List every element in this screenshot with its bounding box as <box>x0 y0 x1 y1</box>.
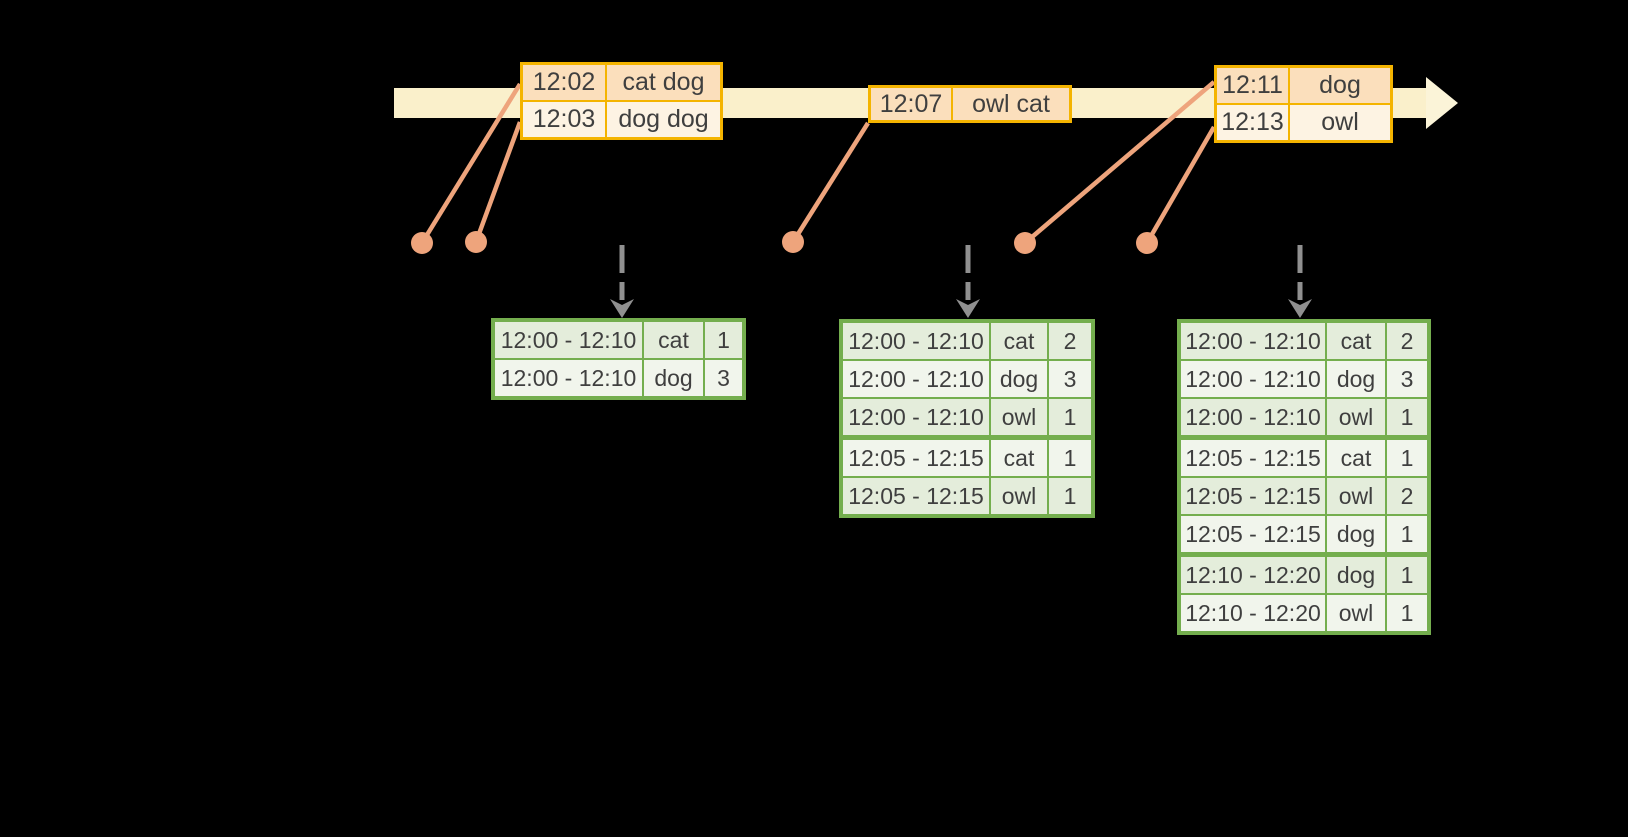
window-cell: 12:00 - 12:10 <box>495 360 642 396</box>
event-connector-line <box>420 82 522 245</box>
word-cell: owl <box>1327 399 1385 435</box>
count-cell: 1 <box>1049 478 1091 514</box>
count-cell: 2 <box>1387 323 1427 359</box>
count-cell: 1 <box>1049 440 1091 476</box>
word-cell: dog <box>1327 557 1385 593</box>
count-cell: 3 <box>1049 361 1091 397</box>
count-cell: 1 <box>1049 399 1091 435</box>
window-cell: 12:10 - 12:20 <box>1181 557 1325 593</box>
window-group-separator <box>1181 554 1427 555</box>
count-cell: 1 <box>1387 516 1427 552</box>
word-cell: cat <box>1327 323 1385 359</box>
window-cell: 12:05 - 12:15 <box>1181 516 1325 552</box>
count-cell: 3 <box>1387 361 1427 397</box>
window-cell: 12:00 - 12:10 <box>843 399 989 435</box>
event-words-cell: owl cat <box>953 88 1069 120</box>
event-connector-line <box>473 121 523 243</box>
window-cell: 12:10 - 12:20 <box>1181 595 1325 631</box>
event-time-dot <box>465 231 487 253</box>
event-time-cell: 12:02 <box>523 65 605 100</box>
word-cell: dog <box>644 360 703 396</box>
window-cell: 12:05 - 12:15 <box>843 440 989 476</box>
event-time-cell: 12:11 <box>1217 68 1288 103</box>
window-cell: 12:00 - 12:10 <box>1181 361 1325 397</box>
event-time-dot <box>782 231 804 253</box>
window-cell: 12:00 - 12:10 <box>495 322 642 358</box>
event-time-cell: 12:03 <box>523 102 605 137</box>
word-cell: cat <box>1327 440 1385 476</box>
event-time-cell: 12:13 <box>1217 105 1288 140</box>
window-cell: 12:00 - 12:10 <box>843 323 989 359</box>
event-connector-line <box>1145 125 1216 245</box>
event-table-2: 12:07 owl cat <box>868 85 1072 123</box>
trigger-arrow-head-icon <box>610 299 634 318</box>
word-cell: dog <box>1327 516 1385 552</box>
window-cell: 12:00 - 12:10 <box>1181 323 1325 359</box>
event-time-dot <box>411 232 433 254</box>
count-cell: 2 <box>1387 478 1427 514</box>
word-cell: owl <box>991 478 1047 514</box>
count-cell: 1 <box>1387 399 1427 435</box>
count-cell: 2 <box>1049 323 1091 359</box>
count-cell: 1 <box>1387 557 1427 593</box>
event-time-dot <box>1136 232 1158 254</box>
count-cell: 1 <box>1387 595 1427 631</box>
word-cell: dog <box>991 361 1047 397</box>
event-words-cell: dog <box>1290 68 1390 103</box>
result-table-3: 12:00 - 12:10 cat 2 12:00 - 12:10 dog 3 … <box>1177 319 1431 635</box>
window-cell: 12:05 - 12:15 <box>1181 440 1325 476</box>
result-table-1: 12:00 - 12:10 cat 1 12:00 - 12:10 dog 3 <box>491 318 746 400</box>
window-group-separator <box>843 437 1091 438</box>
window-group-separator <box>1181 437 1427 438</box>
word-cell: cat <box>644 322 703 358</box>
event-table-1: 12:02 cat dog 12:03 dog dog <box>520 62 723 140</box>
event-words-cell: owl <box>1290 105 1390 140</box>
count-cell: 1 <box>705 322 742 358</box>
count-cell: 1 <box>1387 440 1427 476</box>
window-cell: 12:05 - 12:15 <box>843 478 989 514</box>
word-cell: owl <box>1327 478 1385 514</box>
event-connector-line <box>1023 80 1216 245</box>
word-cell: cat <box>991 323 1047 359</box>
word-cell: dog <box>1327 361 1385 397</box>
event-connector-line <box>791 121 870 244</box>
word-cell: owl <box>991 399 1047 435</box>
word-cell: owl <box>1327 595 1385 631</box>
result-table-2: 12:00 - 12:10 cat 2 12:00 - 12:10 dog 3 … <box>839 319 1095 518</box>
count-cell: 3 <box>705 360 742 396</box>
event-time-cell: 12:07 <box>871 88 951 120</box>
window-cell: 12:00 - 12:10 <box>1181 399 1325 435</box>
trigger-arrow-head-icon <box>956 299 980 318</box>
event-time-dot <box>1014 232 1036 254</box>
trigger-arrow-head-icon <box>1288 299 1312 318</box>
event-words-cell: dog dog <box>607 102 720 137</box>
window-cell: 12:05 - 12:15 <box>1181 478 1325 514</box>
window-cell: 12:00 - 12:10 <box>843 361 989 397</box>
event-words-cell: cat dog <box>607 65 720 100</box>
event-table-3: 12:11 dog 12:13 owl <box>1214 65 1393 143</box>
word-cell: cat <box>991 440 1047 476</box>
timeline-arrow-head-icon <box>1426 77 1458 129</box>
